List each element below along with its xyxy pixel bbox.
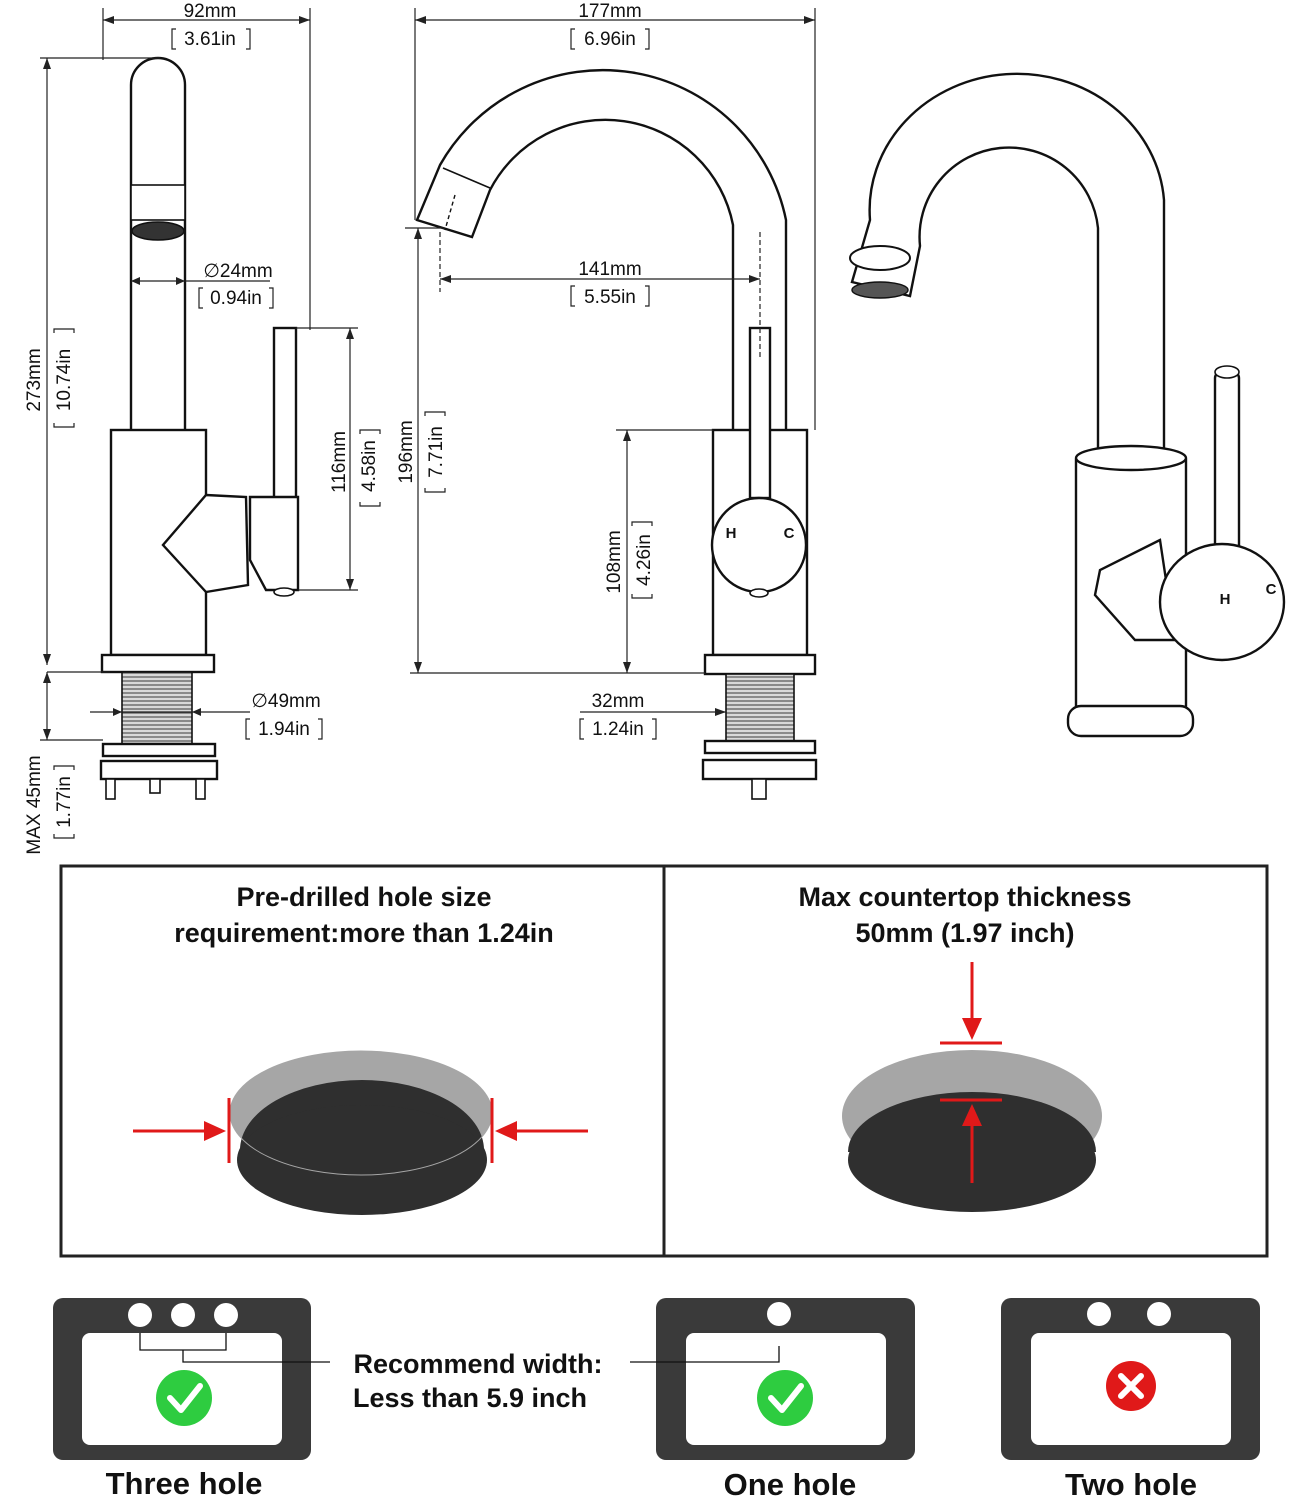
sink-label-two-hole: Two hole <box>1065 1467 1197 1500</box>
hole-size-panel: Pre-drilled hole size requirement:more t… <box>133 882 588 1215</box>
recommend-line1: Recommend width: <box>353 1349 602 1379</box>
recommend-width: Recommend width: Less than 5.9 inch <box>353 1349 603 1413</box>
persp-hot-mark: H <box>1220 591 1231 608</box>
thickness-value: 50mm (1.97 inch) <box>855 918 1074 948</box>
dim-spout-width-in: 6.96in <box>584 29 636 50</box>
side-view-dimensions: 177mm 6.96in 141mm 5.55in 196mm 7.71in 1… <box>396 1 816 740</box>
side-hot-mark: H <box>726 525 737 542</box>
dim-base-diameter-mm: ∅49mm <box>251 691 320 712</box>
dim-spout-reach-in: 5.55in <box>584 287 636 308</box>
dim-spout-reach-mm: 141mm <box>578 259 641 280</box>
thickness-panel: Max countertop thickness 50mm (1.97 inch… <box>798 882 1132 1212</box>
check-icon <box>156 1370 212 1426</box>
dim-width-mm: 92mm <box>184 1 237 22</box>
dim-shank-mm: 32mm <box>592 691 645 712</box>
front-view-faucet <box>99 56 300 800</box>
dim-height-in: 10.74in <box>54 349 75 411</box>
perspective-faucet: H C <box>849 72 1286 738</box>
dim-handle-in: 4.58in <box>359 440 380 492</box>
dim-spout-height-mm: 196mm <box>396 420 417 483</box>
persp-cold-mark: C <box>1266 581 1277 598</box>
dim-spout-diameter-in: 0.94in <box>210 288 262 309</box>
sink-label-three-hole: Three hole <box>106 1466 263 1500</box>
dim-spout-width-mm: 177mm <box>578 1 641 22</box>
dim-body-height-in: 4.26in <box>634 534 655 586</box>
sink-label-one-hole: One hole <box>724 1467 857 1500</box>
dim-spout-height-in: 7.71in <box>426 426 447 478</box>
dim-width-in: 3.61in <box>184 29 236 50</box>
bottom-red-arrow <box>940 1098 1002 1183</box>
hole-size-title: Pre-drilled hole size <box>236 882 491 912</box>
requirements-panels <box>59 864 1269 1258</box>
right-red-arrow <box>490 1098 588 1163</box>
thickness-title: Max countertop thickness <box>798 882 1131 912</box>
sink-one-hole: One hole <box>630 1298 915 1500</box>
recommend-line2: Less than 5.9 inch <box>353 1383 587 1413</box>
side-cold-mark: C <box>784 525 795 542</box>
dim-max-thickness-in: 1.77in <box>54 776 75 828</box>
top-red-arrow <box>940 962 1002 1045</box>
dim-body-height-mm: 108mm <box>604 530 625 593</box>
dim-max-thickness-mm: MAX 45mm <box>24 755 45 854</box>
front-view-dimensions: 92mm 3.61in 273mm 10.74in ∅24mm 0.94in 1… <box>24 1 381 855</box>
check-icon <box>757 1370 813 1426</box>
left-red-arrow <box>133 1098 231 1163</box>
dim-handle-mm: 116mm <box>329 431 350 493</box>
dim-height-mm: 273mm <box>24 348 45 411</box>
dim-spout-diameter-mm: ∅24mm <box>203 261 272 282</box>
sink-three-hole: Three hole <box>53 1298 330 1500</box>
side-view-faucet: H C <box>415 68 818 800</box>
hole-size-requirement: requirement:more than 1.24in <box>174 918 554 948</box>
sink-two-hole: Two hole <box>1001 1298 1260 1500</box>
dim-shank-in: 1.24in <box>592 719 644 740</box>
dim-base-diameter-in: 1.94in <box>258 719 310 740</box>
